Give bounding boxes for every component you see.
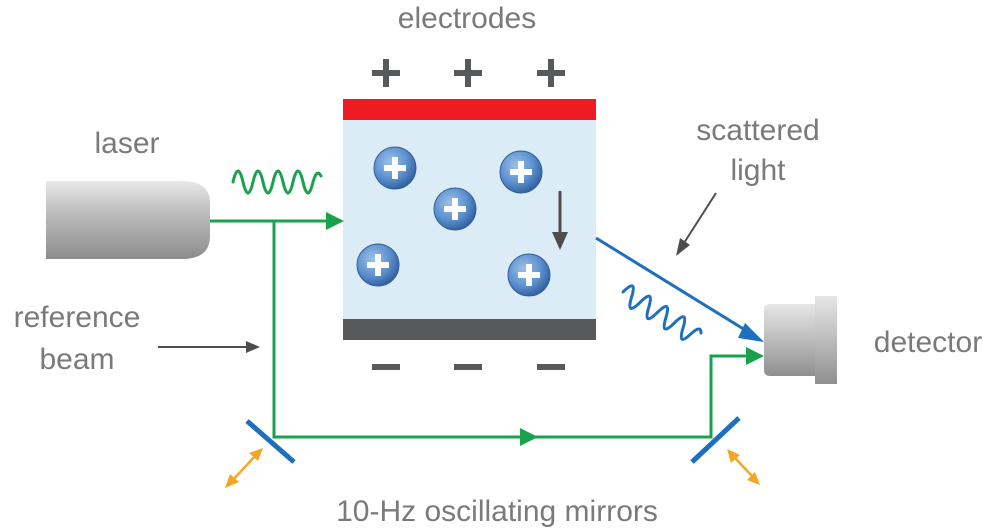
plus-sign [454, 59, 482, 87]
scattered-light-label-line2: light [730, 154, 786, 187]
laser-icon [46, 181, 210, 259]
drift-arrow [552, 191, 568, 250]
positive-ion-icon [433, 187, 477, 231]
reference-beam-direction-arrow [520, 428, 538, 446]
laser-beam [210, 212, 344, 230]
plus-sign [537, 59, 565, 87]
positive-ion-icon [507, 253, 551, 297]
plus-sign [372, 59, 400, 87]
scattered-light-label-line1: scattered [696, 114, 819, 147]
scattered-beam [595, 236, 764, 342]
mirror-icon [690, 416, 741, 464]
laser-label: laser [94, 127, 159, 160]
scattered-wave [621, 284, 703, 341]
mirror-icon [245, 419, 296, 464]
detector-icon [764, 296, 837, 384]
mirror-motion-arrow-right [727, 449, 760, 485]
electrodes-label: electrodes [398, 2, 536, 35]
scattered-light-pointer-arrow [676, 192, 717, 256]
positive-ion-icon [356, 243, 400, 287]
oscillating-mirrors-label: 10-Hz oscillating mirrors [336, 495, 658, 528]
positive-electrode [343, 99, 596, 120]
reference-beam-pointer-arrow [158, 341, 260, 353]
reference-beam-path [272, 221, 748, 439]
mirror-motion-arrow-left [225, 448, 263, 488]
positive-ion-icon [373, 146, 417, 190]
reference-beam-label-line1: reference [14, 301, 141, 334]
reference-beam-arrowhead [746, 347, 764, 365]
positive-ion-icon [499, 150, 543, 194]
minus-sign [537, 364, 565, 370]
reference-beam-label-line2: beam [39, 343, 114, 376]
negative-electrode [343, 319, 596, 340]
positive-signs [372, 59, 565, 87]
negative-signs [372, 364, 565, 370]
detector-label: detector [874, 326, 982, 359]
minus-sign [372, 364, 400, 370]
minus-sign [454, 364, 482, 370]
incident-wave [231, 169, 323, 195]
positive-ions [356, 146, 551, 297]
